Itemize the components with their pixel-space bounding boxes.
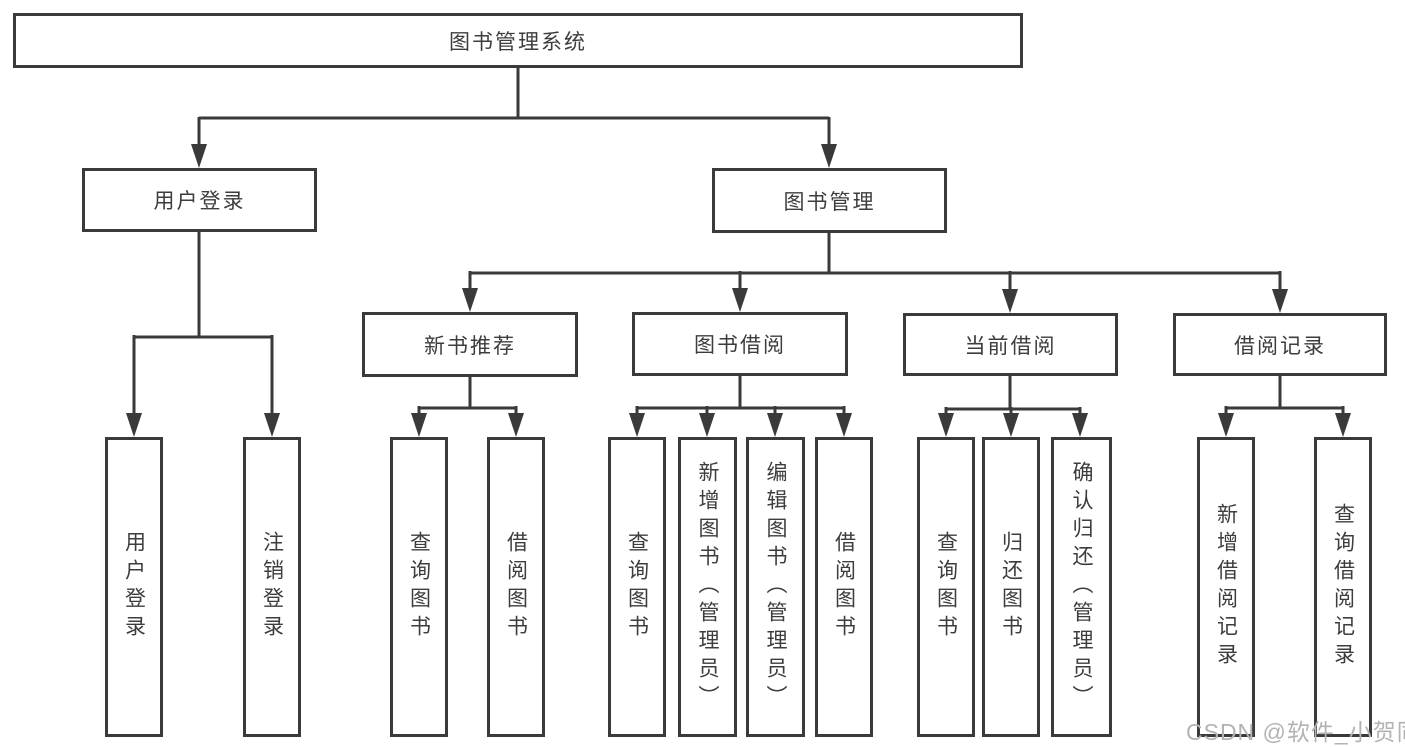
leaf-user-login-label: 用户登录 [122, 531, 146, 643]
node-borrow-records: 借阅记录 [1173, 313, 1387, 376]
leaf-borrow-books-2-label: 借阅图书 [832, 531, 856, 643]
leaf-confirm-return-admin-label: 确认归还（管理员） [1070, 461, 1093, 713]
leaf-borrow-books-label: 借阅图书 [504, 531, 528, 643]
node-new-book-recommend: 新书推荐 [362, 312, 578, 377]
csdn-watermark: CSDN @软件_小贺同学 [1186, 719, 1405, 745]
leaf-edit-book-admin-label: 编辑图书（管理员） [764, 461, 787, 713]
leaf-add-borrow-record-label: 新增借阅记录 [1214, 503, 1238, 671]
node-root-label: 图书管理系统 [449, 30, 587, 54]
leaf-add-book-admin-label: 新增图书（管理员） [696, 461, 719, 713]
node-root: 图书管理系统 [13, 13, 1023, 68]
node-user-login: 用户登录 [82, 168, 317, 232]
node-book-borrow: 图书借阅 [632, 312, 848, 376]
node-new-book-recommend-label: 新书推荐 [424, 334, 516, 358]
leaf-add-book-admin: 新增图书（管理员） [678, 437, 737, 737]
node-current-borrow: 当前借阅 [903, 313, 1118, 376]
leaf-logout: 注销登录 [243, 437, 301, 737]
node-book-borrow-label: 图书借阅 [694, 334, 786, 357]
leaf-query-books: 查询图书 [390, 437, 448, 737]
leaf-user-login: 用户登录 [105, 437, 163, 737]
arrowheads [126, 144, 1351, 437]
leaf-query-books-3-label: 查询图书 [934, 531, 958, 643]
leaf-edit-book-admin: 编辑图书（管理员） [746, 437, 805, 737]
leaf-query-books-3: 查询图书 [917, 437, 975, 737]
node-current-borrow-label: 当前借阅 [964, 334, 1057, 358]
leaf-add-borrow-record: 新增借阅记录 [1197, 437, 1255, 737]
leaf-query-books-label: 查询图书 [407, 531, 431, 643]
node-borrow-records-label: 借阅记录 [1234, 334, 1326, 358]
leaf-query-books-2: 查询图书 [608, 437, 666, 737]
leaf-borrow-books-2: 借阅图书 [815, 437, 873, 737]
leaf-query-books-2-label: 查询图书 [625, 531, 649, 643]
leaf-return-book-label: 归还图书 [999, 531, 1023, 643]
node-book-management: 图书管理 [712, 168, 947, 233]
leaf-borrow-books: 借阅图书 [487, 437, 545, 737]
leaf-confirm-return-admin: 确认归还（管理员） [1051, 437, 1112, 737]
leaf-query-borrow-record: 查询借阅记录 [1314, 437, 1372, 737]
leaf-logout-label: 注销登录 [260, 531, 284, 643]
tree-edges [132, 68, 1345, 418]
node-user-login-label: 用户登录 [153, 190, 246, 213]
leaf-query-borrow-record-label: 查询借阅记录 [1331, 503, 1355, 671]
node-book-management-label: 图书管理 [783, 190, 876, 214]
leaf-return-book: 归还图书 [982, 437, 1040, 737]
